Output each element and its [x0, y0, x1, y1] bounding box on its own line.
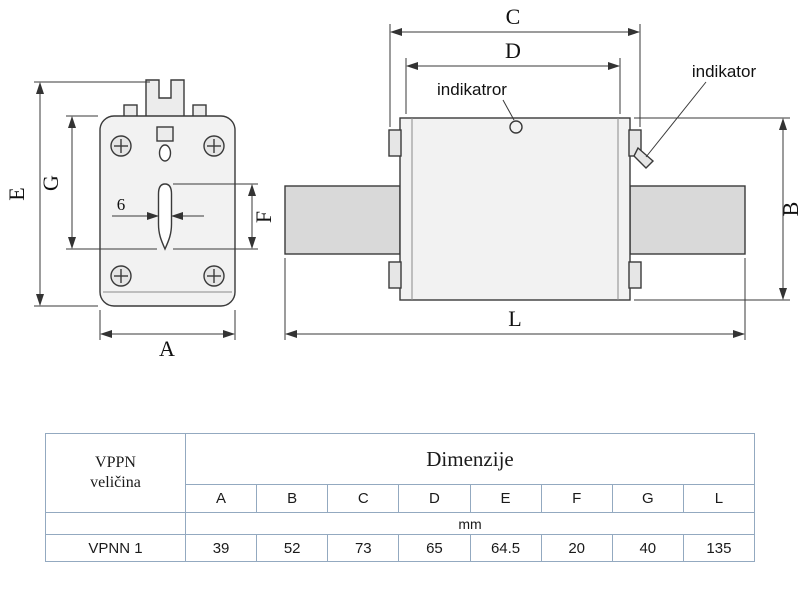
unit-row-spacer	[45, 512, 186, 535]
row-header-line2: veličina	[90, 474, 141, 491]
col-header-g: G	[611, 484, 684, 513]
value-f: 20	[540, 534, 613, 562]
right-blade	[629, 185, 746, 255]
row-name-vpnn1: VPNN 1	[45, 534, 186, 562]
value-l: 135	[682, 534, 756, 562]
clip-top-left	[388, 129, 402, 157]
dim-label-c: C	[506, 4, 521, 29]
screw-top-left	[110, 135, 132, 157]
value-b: 52	[256, 534, 329, 562]
side-dimensions	[284, 24, 790, 340]
value-g: 40	[611, 534, 684, 562]
dim-label-e: E	[4, 187, 29, 200]
dim-label-b: B	[778, 202, 800, 217]
indicator-dot	[509, 120, 523, 134]
group-header-dimenzije: Dimenzije	[185, 433, 755, 485]
col-header-a: A	[184, 484, 258, 513]
blade-tab	[145, 79, 185, 116]
indicator-top-label: indikatror	[437, 80, 507, 99]
value-d: 65	[398, 534, 471, 562]
indicator-side-label: indikator	[692, 62, 757, 81]
fuse-side-body	[399, 117, 631, 301]
dim-label-a: A	[159, 336, 175, 361]
top-ear-left	[123, 104, 138, 118]
grip-hole	[158, 144, 172, 162]
row-header-vppn: VPPN veličina	[45, 433, 186, 513]
grip-plate	[156, 126, 174, 142]
dim-label-f: F	[251, 211, 276, 223]
indicator-tab	[633, 146, 655, 169]
center-slot	[157, 183, 173, 251]
value-a: 39	[184, 534, 258, 562]
value-c: 73	[327, 534, 400, 562]
screw-bottom-left	[110, 265, 132, 287]
top-ear-right	[192, 104, 207, 118]
screw-bottom-right	[203, 265, 225, 287]
col-header-c: C	[327, 484, 400, 513]
leader-indicator-top	[502, 99, 515, 121]
unit-cell-mm: mm	[185, 512, 755, 535]
dim-label-g: G	[38, 175, 63, 191]
clip-bottom-left	[388, 261, 402, 289]
clip-bottom-right	[628, 261, 642, 289]
table-row-letters: A B C D E F G L	[46, 484, 756, 513]
col-header-l: L	[682, 484, 756, 513]
dim-label-d: D	[505, 38, 521, 63]
leader-indicator-side	[645, 81, 707, 158]
col-header-f: F	[540, 484, 613, 513]
left-blade	[284, 185, 401, 255]
slot-width-label: 6	[117, 195, 126, 214]
col-header-e: E	[469, 484, 542, 513]
row-header-line1: VPPN	[95, 454, 136, 471]
front-view	[99, 79, 236, 307]
front-dimensions	[34, 81, 258, 340]
dimension-table: VPPN veličina Dimenzije A B C D E F G L …	[45, 433, 756, 562]
col-header-b: B	[256, 484, 329, 513]
screw-top-right	[203, 135, 225, 157]
table-row-group-header: VPPN veličina Dimenzije	[45, 433, 755, 513]
col-header-d: D	[398, 484, 471, 513]
technical-drawing: E G F A 6	[4, 4, 800, 361]
dim-label-l: L	[508, 306, 521, 331]
table-row-unit: mm	[45, 512, 755, 535]
side-view	[284, 117, 746, 301]
value-e: 64.5	[469, 534, 542, 562]
table-row-vpnn1: VPNN 1 39 52 73 65 64.5 20 40 135	[45, 534, 756, 562]
